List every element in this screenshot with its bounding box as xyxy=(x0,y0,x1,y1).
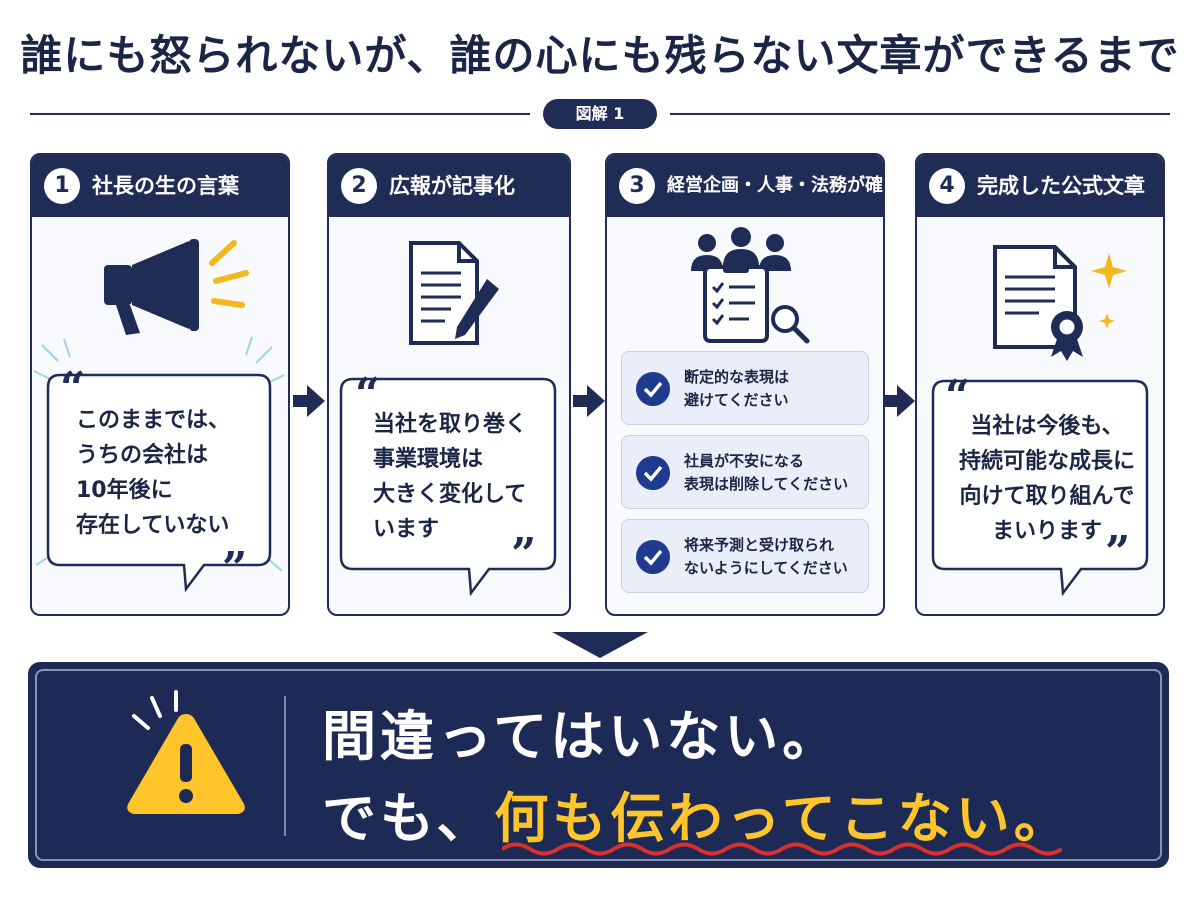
quote-open-mark: “ xyxy=(60,363,86,414)
conclusion-line-1: 間違ってはいない。 xyxy=(322,705,841,768)
conclusion-line-2: でも、何も伝わってこない。 xyxy=(322,774,1072,853)
quote-open-mark: “ xyxy=(945,371,971,422)
figure-label: 図解 1 xyxy=(543,99,657,129)
quote-close-mark: ” xyxy=(511,529,537,580)
step-title-1: 社長の生の言葉 xyxy=(92,174,239,198)
title-rule-left xyxy=(30,113,530,115)
warning-icon xyxy=(127,690,245,814)
step-panel-2: 2 広報が記事化 “ 当社を取り巻く事業環境は大きく変化しています ” xyxy=(327,153,571,616)
step-text-4: 当社は今後も、持続可能な成長に向けて取り組んでまいります xyxy=(958,414,1135,544)
team-checklist-icon xyxy=(691,227,810,344)
check-text-3: 将来予測と受け取られないようにしてください xyxy=(684,536,848,577)
step-title-4: 完成した公式文章 xyxy=(977,174,1145,198)
title-rule-right xyxy=(670,113,1170,115)
quote-close-mark: ” xyxy=(222,543,248,594)
step-number-2: 2 xyxy=(341,168,377,204)
step-header-2: 2 広報が記事化 xyxy=(329,155,569,217)
wavy-underline xyxy=(502,842,1062,856)
step-text-2: 当社を取り巻く事業環境は大きく変化しています xyxy=(373,412,528,542)
step-title-3: 経営企画・人事・法務が確認 xyxy=(667,175,885,196)
step-panel-4: 4 完成した公式文章 “ 当社は今後も、持続可能な成長に向けて取り組んでまいりま… xyxy=(915,153,1165,616)
check-text-2: 社員が不安になる表現は削除してください xyxy=(684,452,849,493)
speech-bubble-1 xyxy=(33,336,285,593)
step-number-1: 1 xyxy=(44,168,80,204)
arrow-right-icon xyxy=(883,385,915,417)
check-icon xyxy=(636,456,670,490)
page-title: 誰にも怒られないが、誰の心にも残らない文章ができるまで xyxy=(20,31,1180,80)
check-icon xyxy=(636,540,670,574)
banner-frame xyxy=(35,669,1162,861)
check-item-3: 将来予測と受け取られないようにしてください xyxy=(621,519,869,593)
arrow-right-icon xyxy=(573,385,605,417)
step-title-2: 広報が記事化 xyxy=(389,174,515,198)
speech-bubble-4 xyxy=(931,379,1149,597)
conclusion-highlight: 何も伝わってこない。 xyxy=(494,787,1072,850)
step-number-3: 3 xyxy=(619,168,655,204)
conclusion-prefix: でも、 xyxy=(322,787,495,850)
step-header-3: 3 経営企画・人事・法務が確認 xyxy=(607,155,883,217)
step-header-1: 1 社長の生の言葉 xyxy=(32,155,288,217)
arrow-right-icon xyxy=(293,385,325,417)
check-item-1: 断定的な表現は避けてください xyxy=(621,351,869,425)
arrow-down-icon xyxy=(552,632,648,658)
check-icon xyxy=(636,372,670,406)
step-number-4: 4 xyxy=(929,168,965,204)
megaphone-icon xyxy=(104,239,249,335)
speech-bubble-2 xyxy=(339,377,557,597)
step-header-4: 4 完成した公式文章 xyxy=(917,155,1163,217)
banner-divider xyxy=(284,696,286,836)
certificate-icon xyxy=(993,245,1127,361)
check-text-1: 断定的な表現は避けてください xyxy=(684,368,790,409)
step-panel-3: 3 経営企画・人事・法務が確認 断定的な表現は避けてください 社員が不安になる表… xyxy=(605,153,885,616)
document-pen-icon xyxy=(409,241,499,345)
conclusion-banner: 間違ってはいない。 でも、何も伝わってこない。 xyxy=(28,662,1169,868)
quote-open-mark: “ xyxy=(355,369,381,420)
check-item-2: 社員が不安になる表現は削除してください xyxy=(621,435,869,509)
quote-close-mark: ” xyxy=(1105,527,1131,578)
